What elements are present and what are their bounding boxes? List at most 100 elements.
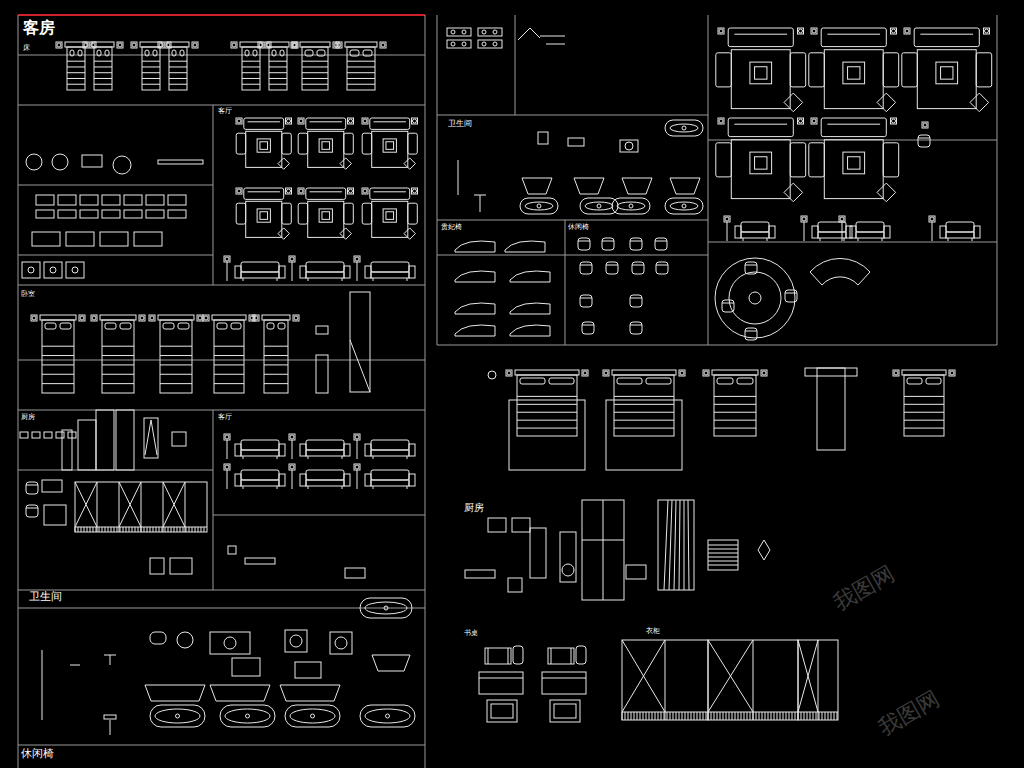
block-outline — [91, 315, 97, 321]
block-outline — [513, 646, 523, 664]
block-circle — [413, 119, 417, 123]
block-circle — [719, 119, 723, 123]
block-outline — [65, 42, 87, 47]
panel-divider — [213, 515, 425, 516]
block-line — [816, 712, 817, 720]
block-outline — [124, 195, 142, 205]
block-line — [156, 527, 157, 532]
block-outline — [630, 238, 642, 250]
block-line — [302, 66, 328, 67]
block-outline — [293, 315, 299, 321]
block-line — [474, 195, 486, 196]
block-circle — [894, 371, 898, 375]
block-outline — [731, 140, 790, 199]
block-outline — [260, 212, 268, 220]
block-circle — [923, 123, 927, 127]
block-circle — [80, 316, 84, 320]
sheet-title: 客房 — [22, 19, 56, 37]
block-line — [26, 485, 38, 486]
block-outline — [354, 434, 360, 440]
block-line — [458, 160, 459, 195]
block-outline — [805, 368, 857, 376]
block-circle — [682, 126, 686, 130]
block-outline — [241, 262, 279, 272]
block-outline — [75, 482, 207, 532]
block-line — [708, 640, 731, 676]
block-outline — [80, 195, 98, 205]
block-line — [227, 440, 228, 459]
block-line — [738, 712, 739, 720]
block-line — [614, 396, 674, 397]
block-line — [508, 648, 509, 664]
block-outline — [485, 648, 511, 664]
block-line — [96, 527, 97, 532]
block-outline — [66, 262, 84, 278]
block-outline — [809, 143, 825, 177]
block-outline — [893, 370, 899, 376]
block-line — [632, 265, 644, 266]
panel-divider — [213, 410, 214, 590]
block-outline — [755, 67, 767, 79]
block-line — [694, 712, 695, 720]
block-circle — [150, 316, 154, 320]
block-outline — [300, 474, 306, 486]
block-line — [640, 712, 641, 720]
block-line — [614, 412, 674, 413]
block-line — [714, 404, 756, 405]
block-line — [342, 456, 343, 459]
block-line — [347, 78, 375, 79]
block-circle — [493, 42, 497, 46]
block-line — [242, 72, 260, 73]
block-outline — [295, 662, 321, 678]
block-outline — [856, 232, 884, 238]
block-outline — [976, 53, 992, 87]
bathtub-inner — [365, 709, 410, 723]
block-path — [404, 158, 415, 169]
panel-divider — [437, 220, 708, 221]
block-line — [723, 712, 724, 720]
block-outline — [703, 370, 709, 376]
block-line — [243, 456, 244, 459]
block-outline — [409, 266, 415, 278]
block-line — [67, 84, 85, 85]
block-outline — [386, 212, 394, 220]
block-line — [679, 712, 680, 720]
block-path — [455, 241, 495, 252]
block-circle — [892, 29, 896, 33]
block-line — [768, 712, 769, 720]
block-line — [302, 72, 328, 73]
block-outline — [850, 226, 856, 238]
block-line — [827, 124, 880, 125]
block-outline — [728, 118, 793, 137]
block-path — [622, 178, 652, 194]
block-line — [708, 712, 709, 720]
block-outline — [78, 50, 82, 56]
block-outline — [31, 315, 37, 321]
block-line — [920, 34, 973, 35]
block-line — [407, 278, 408, 281]
block-outline — [169, 47, 187, 90]
block-line — [706, 712, 707, 720]
block-line — [542, 678, 586, 679]
block-line — [308, 278, 309, 281]
block-line — [972, 238, 973, 241]
block-outline — [371, 262, 409, 272]
block-line — [357, 440, 358, 459]
block-outline — [371, 272, 409, 278]
block-path — [455, 271, 495, 282]
block-outline — [244, 188, 284, 199]
block-outline — [769, 226, 775, 238]
panel-divider — [437, 255, 708, 256]
block-outline — [714, 375, 756, 436]
block-outline — [798, 118, 804, 124]
block-line — [700, 712, 701, 720]
block-circle — [28, 267, 34, 273]
block-outline — [253, 50, 257, 56]
block-line — [141, 527, 142, 532]
block-line — [160, 374, 192, 375]
block-path — [455, 325, 495, 336]
block-line — [142, 84, 160, 85]
block-outline — [260, 142, 268, 150]
block-line — [42, 650, 43, 720]
block-line — [163, 505, 174, 528]
